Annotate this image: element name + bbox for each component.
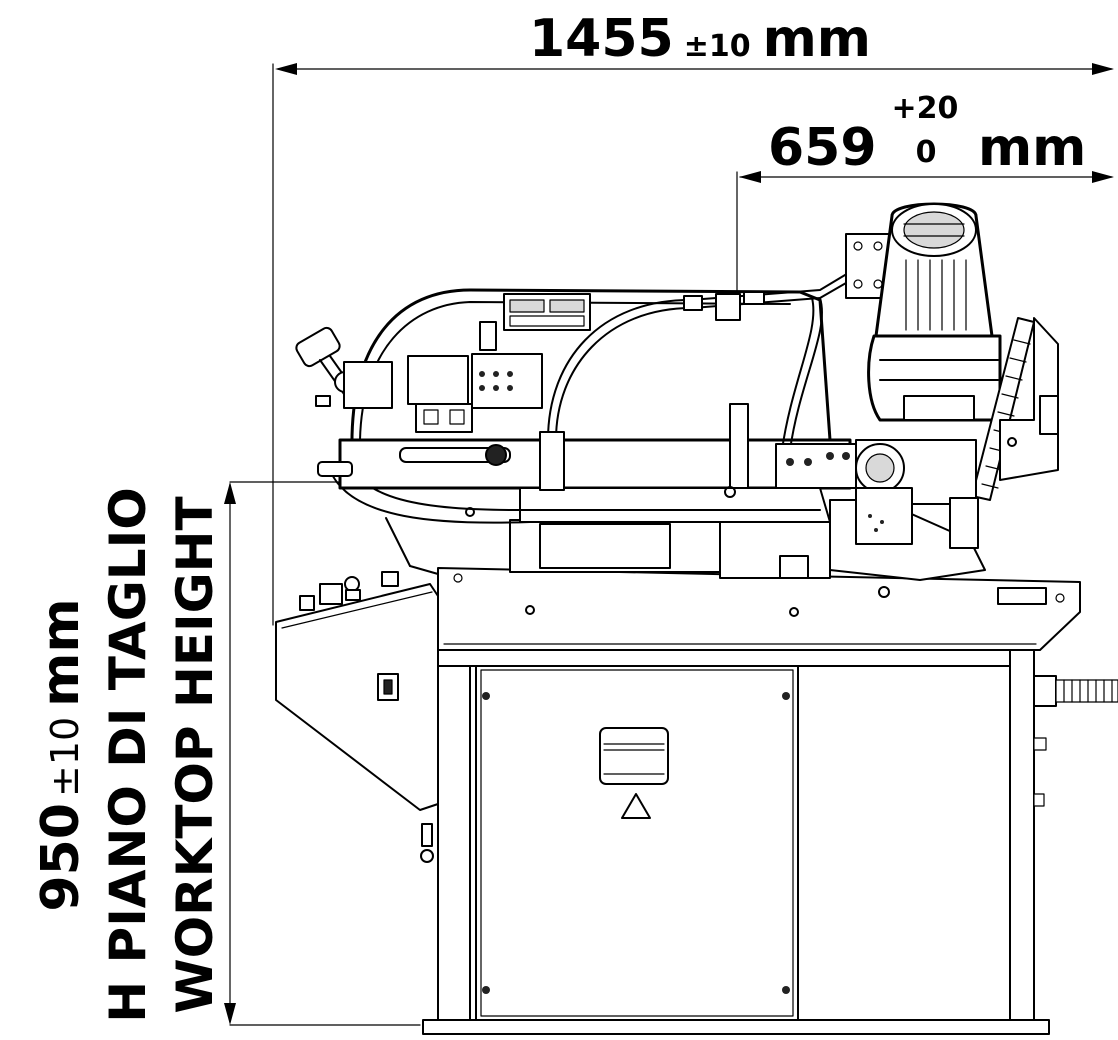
arrowhead-top xyxy=(224,482,236,504)
arm-handle xyxy=(317,461,353,477)
door-handle xyxy=(599,727,669,785)
blade-guide-post xyxy=(729,403,749,489)
coolant-hose xyxy=(1055,679,1118,703)
arrowhead-right xyxy=(1092,63,1114,75)
control-box xyxy=(471,353,543,409)
motor-assembly xyxy=(845,202,1059,549)
arrowhead-left xyxy=(739,171,761,183)
blade-distance-value: 659 xyxy=(768,118,877,178)
clamp-lever xyxy=(295,326,393,409)
worktop-height-dimension: 950±10mm H PIANO DI TAGLIO WORKTOP HEIGH… xyxy=(31,481,431,1026)
blade-guide-block xyxy=(407,355,469,405)
height-value-text: 950±10mm xyxy=(31,598,91,911)
height-label-english: WORKTOP HEIGHT xyxy=(166,496,224,1013)
arrowhead-bottom xyxy=(224,1003,236,1025)
spiral-cable xyxy=(971,317,1035,501)
coolant-pipe xyxy=(547,299,691,441)
blade-distance-unit: mm xyxy=(978,118,1086,178)
right-leg xyxy=(1009,649,1035,1021)
warning-triangle-icon xyxy=(621,793,651,819)
key-icon xyxy=(421,823,433,847)
blade-guide-head xyxy=(775,443,857,489)
left-leg xyxy=(437,665,471,1021)
control-panel-housing xyxy=(275,583,439,811)
arrowhead-right xyxy=(1092,171,1114,183)
saw-arm xyxy=(295,259,873,524)
cabinet-door xyxy=(475,665,799,1021)
height-label-italian: H PIANO DI TAGLIO xyxy=(99,487,157,1022)
tolerance-upper: +20 xyxy=(892,91,959,126)
machine-base xyxy=(422,567,1118,1035)
tolerance-lower: 0 xyxy=(916,135,937,170)
arrowhead-left xyxy=(275,63,297,75)
control-panel xyxy=(275,571,439,863)
base-foot-plate xyxy=(422,1019,1050,1035)
